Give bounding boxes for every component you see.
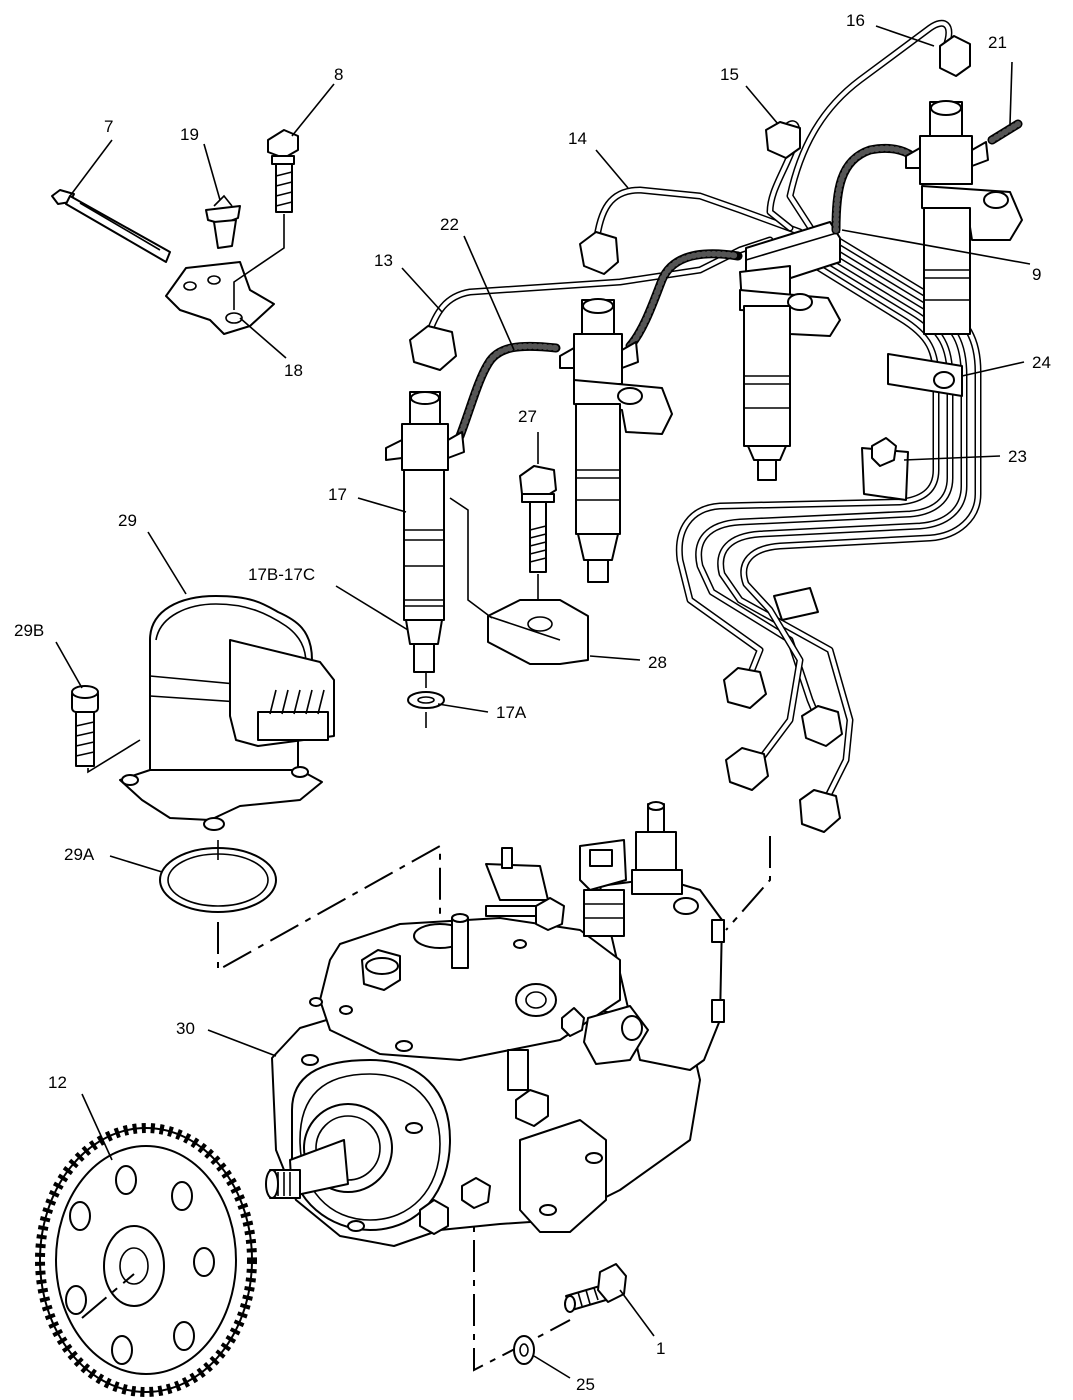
callout-21: 21 xyxy=(988,33,1007,52)
callout-8: 8 xyxy=(334,65,343,84)
callout-28: 28 xyxy=(648,653,667,672)
bolt-1 xyxy=(564,1263,627,1313)
assembly-guide-lines xyxy=(217,836,771,1372)
injector-17-3 xyxy=(739,265,841,481)
o-ring-29a xyxy=(159,840,277,913)
injector-17-4 xyxy=(905,100,1023,335)
callout-29b: 29B xyxy=(14,621,44,640)
callout-7: 7 xyxy=(104,117,113,136)
bolt-8 xyxy=(267,129,299,213)
callout-17a: 17A xyxy=(496,703,527,722)
callout-13: 13 xyxy=(374,251,393,270)
callout-23: 23 xyxy=(1008,447,1027,466)
callout-25: 25 xyxy=(576,1375,595,1394)
line-clamp-23 xyxy=(861,437,909,501)
bolt-27 xyxy=(519,465,557,616)
callout-12: 12 xyxy=(48,1073,67,1092)
callout-17: 17 xyxy=(328,485,347,504)
callout-18: 18 xyxy=(284,361,303,380)
callout-labels: 1 7 8 9 12 13 14 15 16 17 17A 17B-17C 18… xyxy=(14,11,1051,1394)
callout-14: 14 xyxy=(568,129,587,148)
line-clamp-24 xyxy=(887,353,963,397)
pump-drive-gear-12 xyxy=(35,1123,257,1397)
bracket-18 xyxy=(165,214,285,335)
screw-29b xyxy=(71,685,141,774)
callout-9: 9 xyxy=(1032,265,1041,284)
lower-line-clamp xyxy=(773,587,819,621)
callout-17b-17c: 17B-17C xyxy=(248,565,315,584)
callout-16: 16 xyxy=(846,11,865,30)
injector-17-front xyxy=(385,391,465,673)
callout-22: 22 xyxy=(440,215,459,234)
fuel-injector-lines xyxy=(424,20,982,804)
injector-17-2 xyxy=(559,298,673,583)
line-nuts xyxy=(409,35,971,833)
washer-17a xyxy=(407,672,445,728)
cable-tie-7 xyxy=(51,189,171,263)
callout-1: 1 xyxy=(656,1339,665,1358)
clip-19 xyxy=(205,194,241,249)
callout-19: 19 xyxy=(180,125,199,144)
fuel-injection-pump-30 xyxy=(265,801,725,1247)
callout-leader-lines xyxy=(55,25,1031,1379)
hose-21 xyxy=(987,119,1023,145)
injector-clamp-28 xyxy=(449,497,589,665)
callout-29: 29 xyxy=(118,511,137,530)
callout-15: 15 xyxy=(720,65,739,84)
callout-27: 27 xyxy=(518,407,537,426)
fuel-control-solenoid-29 xyxy=(119,595,335,831)
leak-off-hoses-22 xyxy=(455,143,917,441)
washer-25 xyxy=(513,1335,535,1365)
callout-24: 24 xyxy=(1032,353,1051,372)
callout-29a: 29A xyxy=(64,845,95,864)
callout-30: 30 xyxy=(176,1019,195,1038)
